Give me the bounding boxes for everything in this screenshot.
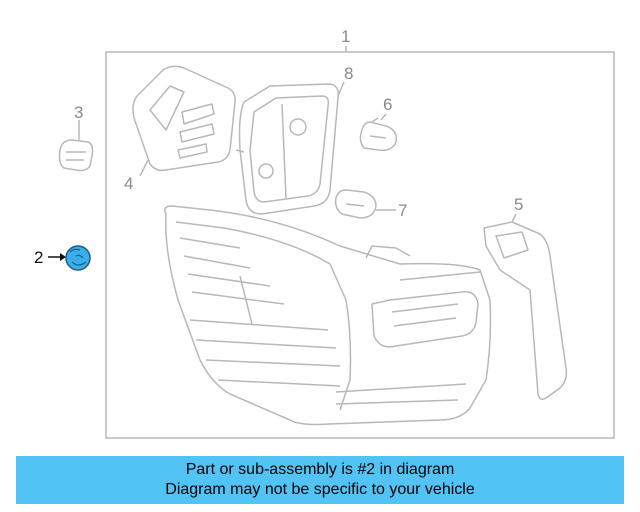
callout-6[interactable]: 6 — [383, 95, 392, 114]
callout-2[interactable]: 2 — [34, 248, 43, 267]
info-banner: Part or sub-assembly is #2 in diagram Di… — [16, 456, 624, 504]
assembly-frame — [105, 46, 615, 439]
part-7-bulb[interactable] — [334, 189, 396, 219]
banner-line-2: Diagram may not be specific to your vehi… — [165, 481, 475, 498]
part-5-bracket[interactable] — [483, 213, 568, 401]
callout-5[interactable]: 5 — [514, 195, 523, 214]
part-3-socket[interactable] — [58, 120, 94, 172]
part-1-lamp-assembly[interactable] — [164, 205, 492, 426]
part-8-back-plate[interactable] — [235, 81, 345, 215]
part-4-gasket[interactable] — [132, 65, 236, 177]
callout-3[interactable]: 3 — [74, 103, 83, 122]
callout-1[interactable]: 1 — [341, 27, 350, 46]
part-6-bulb[interactable] — [359, 113, 398, 152]
banner-line-1: Part or sub-assembly is #2 in diagram — [185, 461, 455, 478]
callout-7[interactable]: 7 — [398, 201, 407, 220]
callout-8[interactable]: 8 — [344, 64, 353, 83]
part-2-cap[interactable] — [48, 245, 91, 271]
callout-4[interactable]: 4 — [124, 174, 133, 193]
